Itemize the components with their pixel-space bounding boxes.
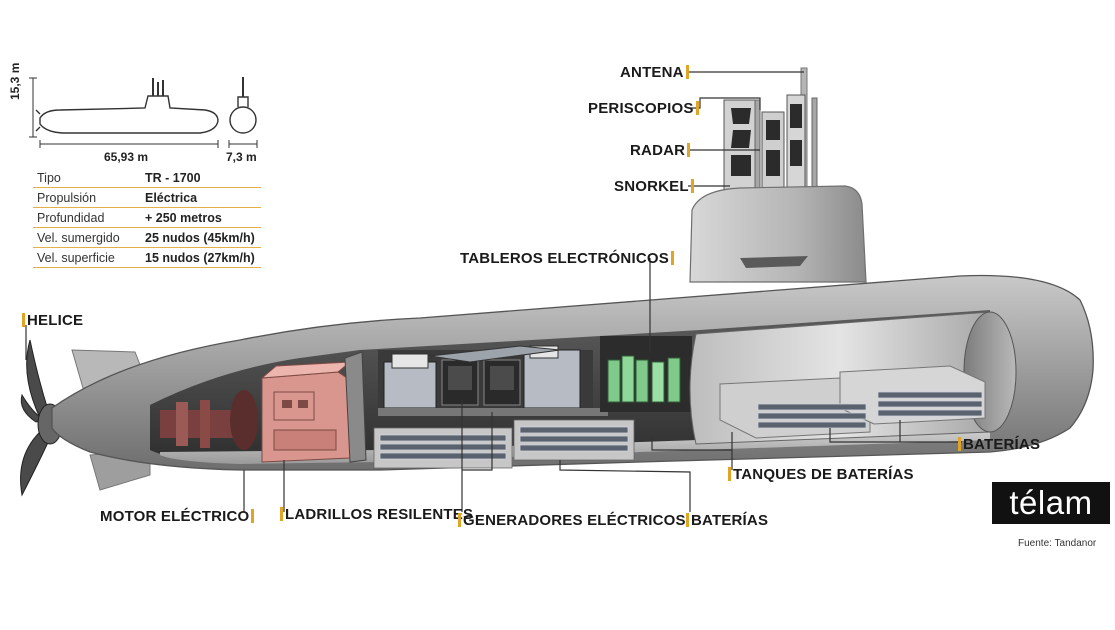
spec-value: Eléctrica (141, 187, 261, 208)
label-tableros: TABLEROS ELECTRÓNICOS (460, 250, 676, 267)
accent-bar (458, 513, 461, 527)
spec-key: Propulsión (33, 187, 141, 208)
spec-row: Profundidad+ 250 metros (33, 207, 261, 228)
spec-value: TR - 1700 (141, 168, 261, 188)
battery-banks-lower (373, 419, 635, 469)
accent-bar (280, 507, 283, 521)
battery-banks-forward (719, 365, 986, 439)
accent-bar (958, 437, 961, 451)
spec-key: Vel. superficie (33, 247, 141, 268)
label-tanques: TANQUES DE BATERÍAS (726, 466, 914, 483)
electronic-panels (600, 336, 692, 412)
height-dimension: 15,3 m (8, 62, 22, 100)
beam-dimension: 7,3 m (226, 150, 257, 164)
accent-bar (695, 101, 699, 115)
accent-bar (251, 509, 255, 523)
spec-key: Tipo (33, 168, 141, 188)
accent-bar (686, 513, 689, 527)
label-motor: MOTOR ELÉCTRICO (100, 508, 256, 525)
masts (723, 67, 818, 194)
source-note: Fuente: Tandanor (1018, 538, 1097, 549)
spec-key: Vel. sumergido (33, 227, 141, 248)
spec-value: 15 nudos (27km/h) (141, 247, 261, 268)
sail (689, 185, 867, 283)
label-baterias-bottom: BATERÍAS (684, 512, 768, 529)
spec-value: + 250 metros (141, 207, 261, 228)
shaft (160, 390, 258, 450)
accent-bar (690, 179, 694, 193)
spec-value: 25 nudos (45km/h) (141, 227, 261, 248)
label-helice: HELICE (20, 312, 83, 329)
side-profile-schematic (29, 77, 219, 148)
label-radar: RADAR (630, 142, 692, 159)
label-antena: ANTENA (620, 64, 691, 81)
telam-logo: télam (992, 482, 1110, 524)
label-baterias-right: BATERÍAS (956, 436, 1040, 453)
generators (378, 345, 608, 416)
accent-bar (670, 251, 674, 265)
label-periscopios: PERISCOPIOS (588, 100, 701, 117)
front-profile-schematic (228, 77, 258, 148)
label-generadores: GENERADORES ELÉCTRICOS (456, 512, 686, 529)
sail-hydroplane (740, 256, 808, 268)
propeller (20, 339, 63, 497)
accent-bar (728, 467, 731, 481)
accent-bar (685, 65, 689, 79)
leader-lines (25, 71, 962, 512)
accent-bar (687, 143, 691, 157)
label-snorkel: SNORKEL (614, 178, 696, 195)
electric-motor (260, 361, 352, 463)
length-dimension: 65,93 m (104, 150, 149, 164)
label-ladrillos: LADRILLOS RESILENTES (278, 506, 473, 523)
accent-bar (22, 313, 25, 327)
spec-key: Profundidad (33, 207, 141, 228)
